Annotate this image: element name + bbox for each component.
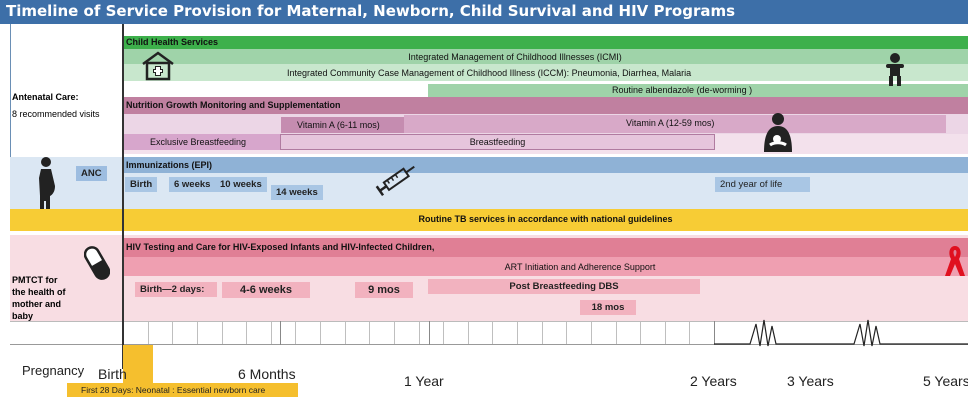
imm-birth-label: Birth <box>130 179 153 190</box>
page-title: Timeline of Service Provision for Matern… <box>6 2 736 20</box>
nutrition-header <box>123 97 968 114</box>
imm-10weeks-label: 10 weeks <box>220 179 262 190</box>
hiv-9mos-callout: 9 mos <box>355 282 413 298</box>
timeline-tick <box>689 322 691 344</box>
vitamin-a-12-59-text: Vitamin A (12-59 mos) <box>626 118 715 128</box>
syringe-icon <box>375 165 415 196</box>
anc-callout: ANC <box>76 166 107 181</box>
albendazole-band <box>428 84 968 97</box>
breastfeeding-text: Breastfeeding <box>469 137 526 147</box>
immunization-header <box>123 157 968 173</box>
vitamin-a-6-11-band <box>281 117 404 133</box>
neonatal-highlight <box>123 345 153 383</box>
neonatal-note-text: First 28 Days: Neonatal : Essential newb… <box>81 385 266 395</box>
imm-6weeks-label: 6 weeks <box>174 179 211 190</box>
nutrition-header-text: Nutrition Growth Monitoring and Suppleme… <box>126 100 341 110</box>
imm-10weeks-callout: 10 weeks <box>215 177 267 192</box>
hiv-4-6weeks-callout: 4-6 weeks <box>222 282 310 298</box>
hiv-4-6weeks-label: 4-6 weeks <box>240 284 292 296</box>
child-health-header-text: Child Health Services <box>126 37 219 47</box>
iccm-band <box>123 64 968 81</box>
icmi-band <box>123 49 968 64</box>
timeline-tick <box>196 322 198 344</box>
exclusive-bf-text: Exclusive Breastfeeding <box>150 137 247 147</box>
timeline-tick <box>369 322 371 344</box>
pmtct-label: PMTCT for the health of mother and baby <box>12 275 66 321</box>
breastfeeding-band <box>280 134 715 150</box>
timeline-tick <box>566 322 568 344</box>
imm-2nd-year-callout: 2nd year of life <box>715 177 810 192</box>
timeline-tick <box>418 322 420 344</box>
axis-birth: Birth <box>98 366 127 382</box>
axis-pregnancy: Pregnancy <box>22 363 85 378</box>
imm-14weeks-label: 14 weeks <box>276 187 318 198</box>
timeline-tick <box>221 322 223 344</box>
red-ribbon-icon <box>945 246 965 276</box>
immunization-header-text: Immunizations (EPI) <box>126 160 213 170</box>
axis-1-year: 1 Year <box>404 373 444 389</box>
hiv-birth-2days-callout: Birth—2 days: <box>135 282 217 297</box>
hiv-birth-2days-label: Birth—2 days: <box>140 284 205 295</box>
two-year-line <box>714 321 715 345</box>
timeline-tick <box>517 322 518 344</box>
timeline-tick <box>640 322 642 344</box>
left-panel-antenatal <box>10 24 123 157</box>
axis-6-months: 6 Months <box>238 366 296 382</box>
axis-3-years: 3 Years <box>787 373 834 389</box>
vitamin-a-6-11-text: Vitamin A (6-11 mos) <box>297 120 380 130</box>
axis-break-marks <box>714 319 968 347</box>
imm-birth-callout: Birth <box>125 177 158 192</box>
hiv-header <box>123 238 968 257</box>
timeline-tick <box>320 322 321 344</box>
exclusive-bf-band <box>123 134 280 150</box>
hiv-post-bf-label: Post Breastfeeding DBS <box>509 281 619 292</box>
art-text: ART Initiation and Adherence Support <box>504 262 656 272</box>
timeline-tick <box>492 322 494 344</box>
birth-line <box>122 24 124 369</box>
axis-5-years: 5 Years <box>923 373 968 389</box>
timeline-tick <box>344 322 346 344</box>
neonatal-note-box <box>67 383 298 397</box>
icmi-text: Integrated Management of Childhood Illne… <box>408 52 622 62</box>
timeline-tick <box>246 322 248 344</box>
antenatal-title: Antenatal Care: <box>12 92 79 102</box>
timeline-tick <box>443 322 445 344</box>
timeline-tick <box>270 322 272 344</box>
tb-text: Routine TB services in accordance with n… <box>418 214 673 224</box>
timeline-tick <box>393 322 395 344</box>
imm-2nd-year-label: 2nd year of life <box>720 179 783 190</box>
hiv-9mos-label: 9 mos <box>368 284 400 296</box>
albendazole-text: Routine albendazole (de-worming ) <box>612 85 753 95</box>
imm-14weeks-callout: 14 weeks <box>271 185 323 200</box>
title-bar <box>0 0 968 24</box>
clinic-icon <box>142 51 174 81</box>
timeline-tick <box>295 322 297 344</box>
mother-baby-icon <box>764 113 792 152</box>
hiv-post-bf-callout: Post Breastfeeding DBS <box>428 279 700 294</box>
six-month-line <box>280 321 281 345</box>
hiv-header-text: HIV Testing and Care for HIV-Exposed Inf… <box>126 242 435 252</box>
tb-band <box>10 209 968 231</box>
imm-6weeks-callout: 6 weeks <box>169 177 216 192</box>
hiv-18mos-callout: 18 mos <box>580 300 636 315</box>
child-icon <box>886 53 904 86</box>
timeline-tick <box>172 322 174 344</box>
timeline-tick <box>664 322 666 344</box>
timeline-tick <box>615 322 617 344</box>
child-health-header <box>123 36 968 49</box>
timeline-tick <box>147 322 149 344</box>
timeline-tick <box>590 322 592 344</box>
antenatal-subtitle: 8 recommended visits <box>12 109 100 119</box>
one-year-line <box>429 321 430 345</box>
timeline-tick <box>541 322 543 344</box>
vitamin-a-12-59-band <box>404 115 946 133</box>
art-band <box>123 257 968 276</box>
timeline-tick <box>467 322 469 344</box>
axis-2-years: 2 Years <box>690 373 737 389</box>
timeline-track <box>10 321 968 345</box>
hiv-18mos-label: 18 mos <box>591 302 625 313</box>
anc-label: ANC <box>81 168 102 179</box>
iccm-text: Integrated Community Case Management of … <box>287 68 692 78</box>
pill-icon <box>84 246 110 280</box>
